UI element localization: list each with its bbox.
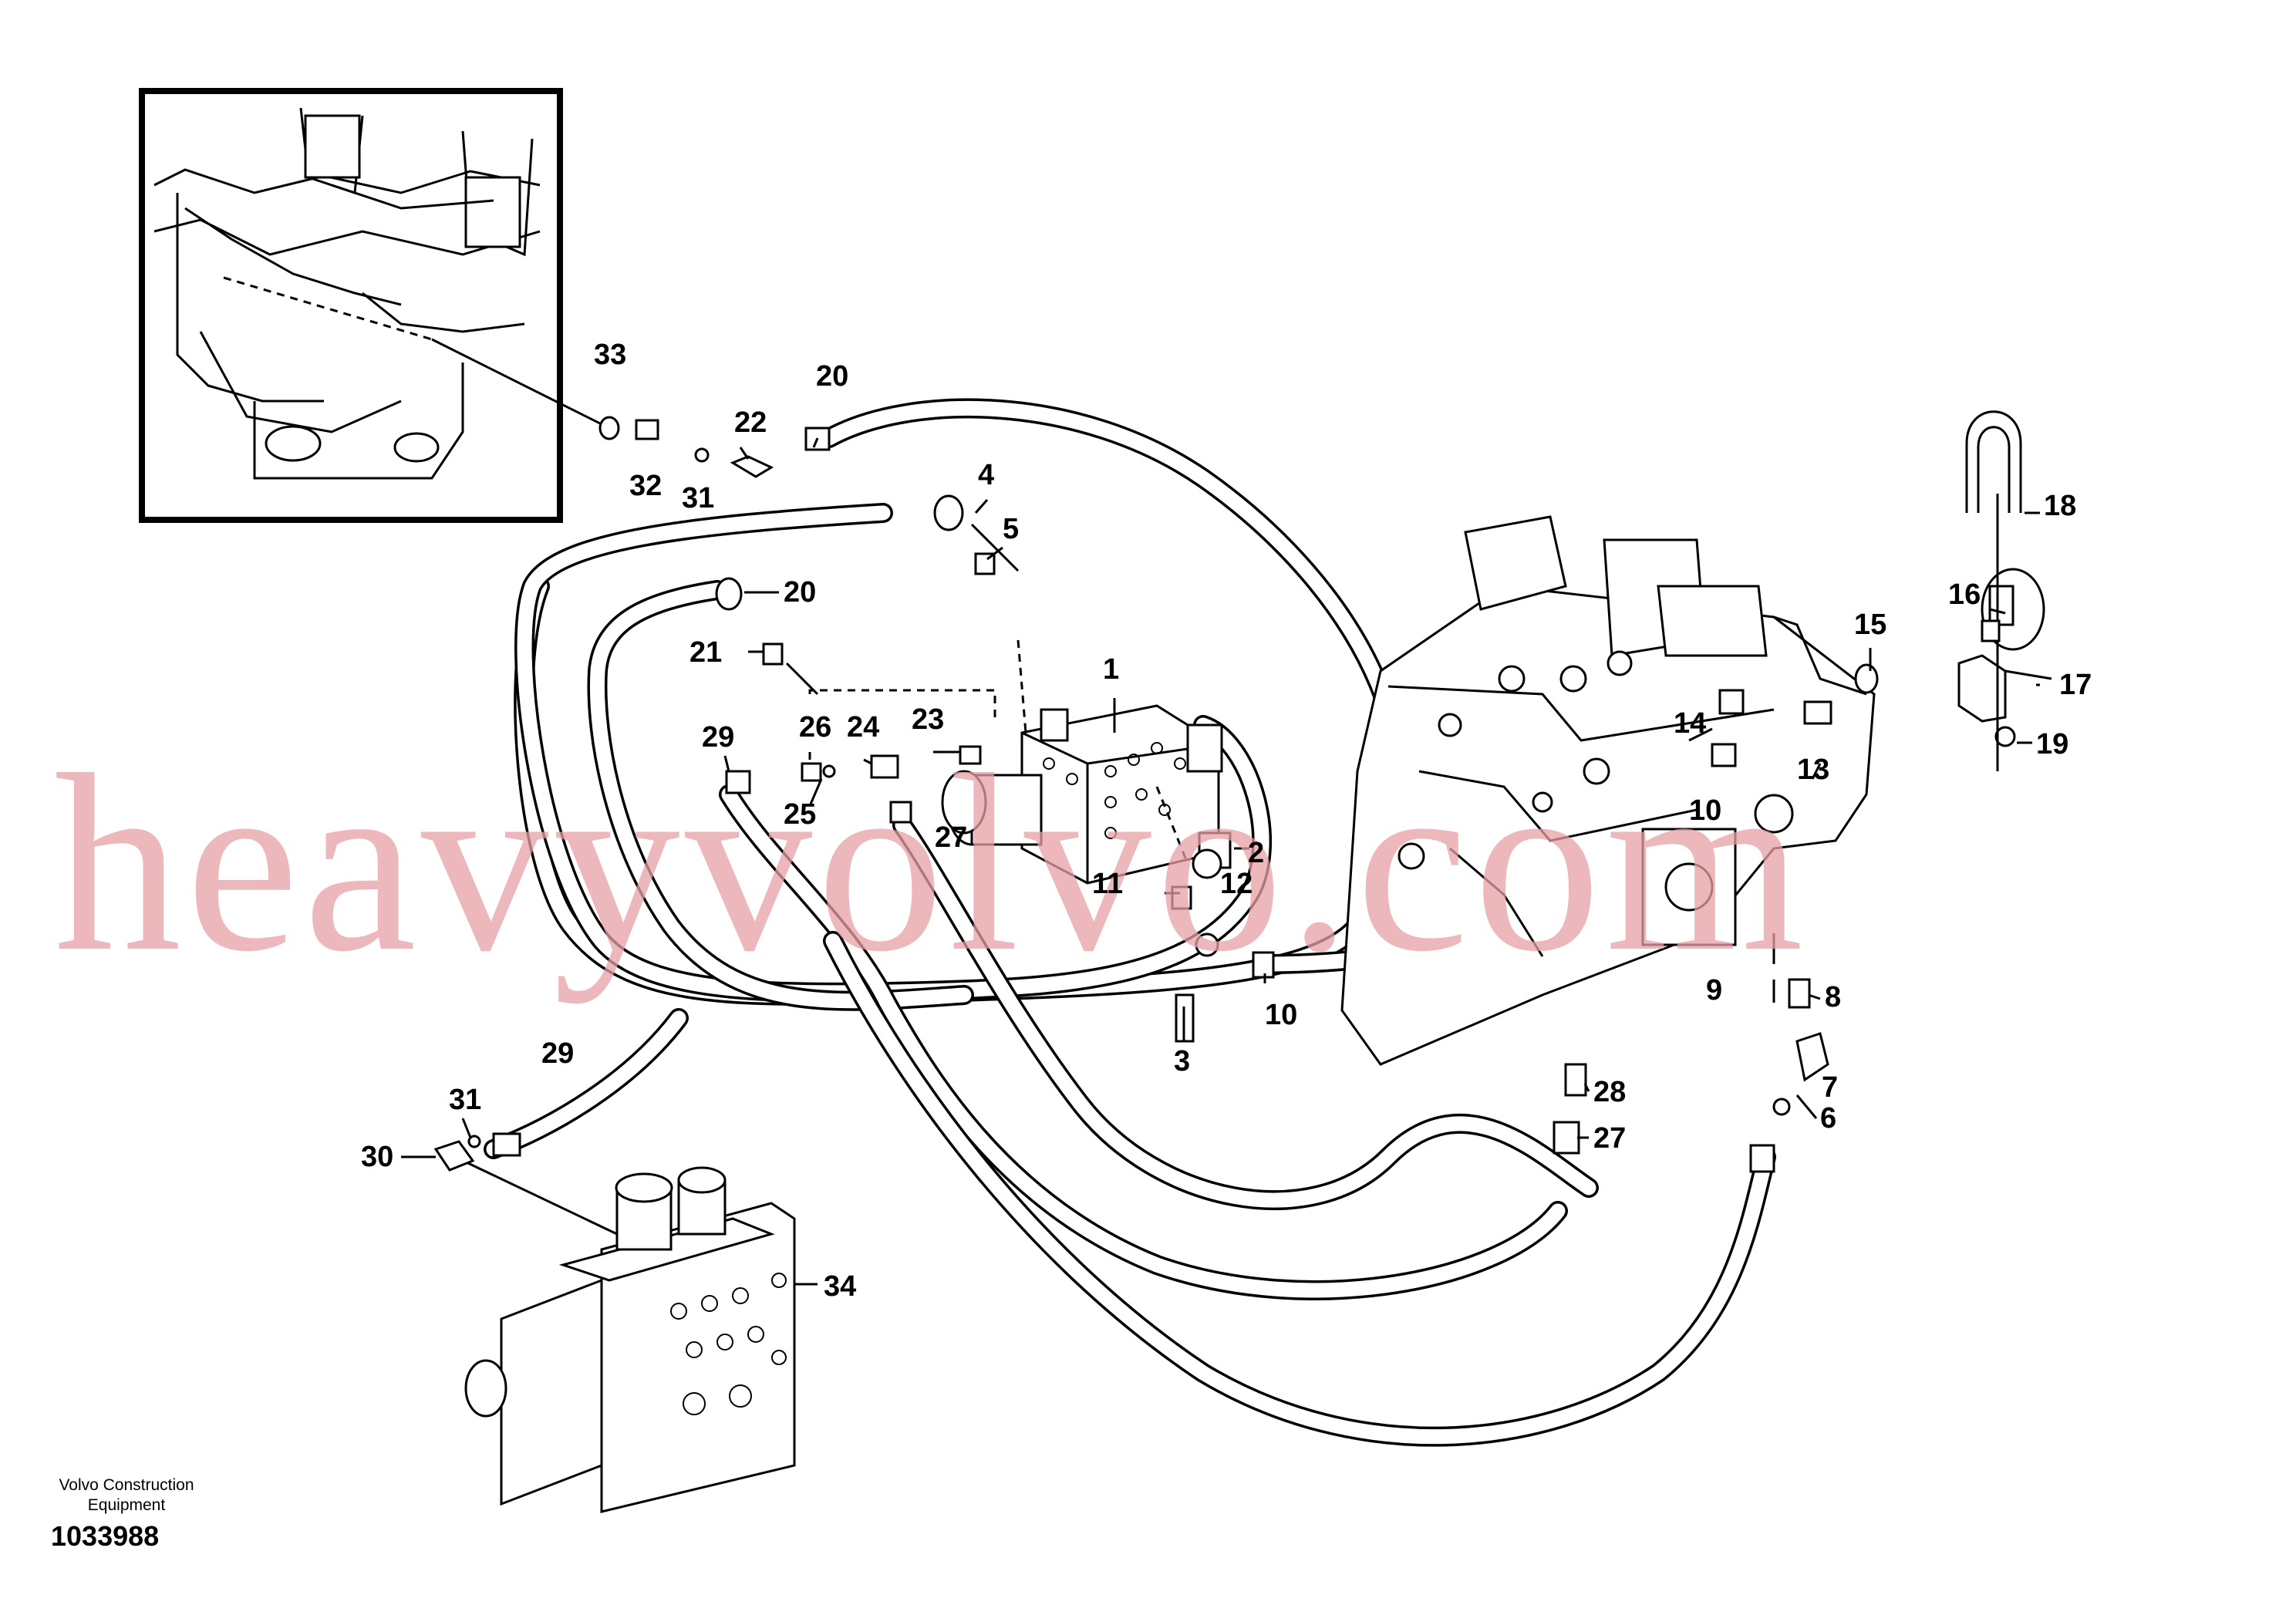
callout-29-upper: 29 <box>702 721 734 754</box>
callout-14: 14 <box>1674 707 1706 740</box>
callout-31-upper: 31 <box>682 482 714 514</box>
fittings <box>433 416 2001 1173</box>
callout-18: 18 <box>2044 490 2076 522</box>
callout-17: 17 <box>2059 669 2092 701</box>
leader-lines <box>401 437 2040 1286</box>
callout-2: 2 <box>1248 837 1264 869</box>
drawing-number: 1033988 <box>51 1520 159 1552</box>
callout-28: 28 <box>1593 1076 1626 1108</box>
callout-13: 13 <box>1797 754 1829 786</box>
callout-8: 8 <box>1825 981 1841 1013</box>
maker-name-line1: Volvo Construction <box>59 1476 194 1494</box>
callout-21: 21 <box>689 636 722 669</box>
maker-name-line2: Equipment <box>88 1496 166 1514</box>
callout-4: 4 <box>978 459 994 491</box>
callout-27-bottom: 27 <box>1593 1122 1626 1155</box>
callout-labels: 1 2 3 4 5 6 7 8 9 10 10 11 12 13 14 15 1… <box>361 339 2092 1303</box>
callout-1: 1 <box>1103 653 1119 686</box>
callout-9: 9 <box>1706 974 1722 1007</box>
callout-10-lower: 10 <box>1265 999 1297 1031</box>
callout-5: 5 <box>1003 513 1019 545</box>
callout-20-top: 20 <box>816 360 848 393</box>
callout-22: 22 <box>734 406 767 439</box>
callout-16: 16 <box>1948 578 1981 611</box>
callout-20-mid: 20 <box>784 576 816 609</box>
callout-30: 30 <box>361 1141 393 1173</box>
callout-24: 24 <box>847 711 879 744</box>
detail-inset <box>139 88 563 523</box>
callout-34: 34 <box>824 1270 856 1303</box>
callout-31-lower: 31 <box>449 1084 481 1116</box>
callout-29-lower: 29 <box>541 1037 574 1070</box>
auxiliary-valve <box>464 1166 796 1513</box>
callout-25: 25 <box>784 798 816 831</box>
callout-11: 11 <box>1092 868 1123 900</box>
callout-32: 32 <box>629 470 662 502</box>
callout-26: 26 <box>799 711 831 744</box>
callout-12: 12 <box>1220 868 1253 900</box>
drawing-caption: Volvo Construction Equipment 1033988 <box>51 1476 194 1552</box>
watermark-text: heavyvolvo.com <box>54 723 1808 1004</box>
callout-7: 7 <box>1822 1071 1838 1104</box>
callout-15: 15 <box>1854 609 1886 641</box>
callout-6: 6 <box>1820 1102 1836 1135</box>
callout-27-top: 27 <box>935 821 967 854</box>
callout-10-upper: 10 <box>1689 794 1721 827</box>
valve-block <box>941 704 1232 885</box>
callout-33: 33 <box>594 339 626 371</box>
callout-23: 23 <box>912 703 944 736</box>
callout-19: 19 <box>2036 728 2068 760</box>
callout-3: 3 <box>1174 1045 1190 1077</box>
